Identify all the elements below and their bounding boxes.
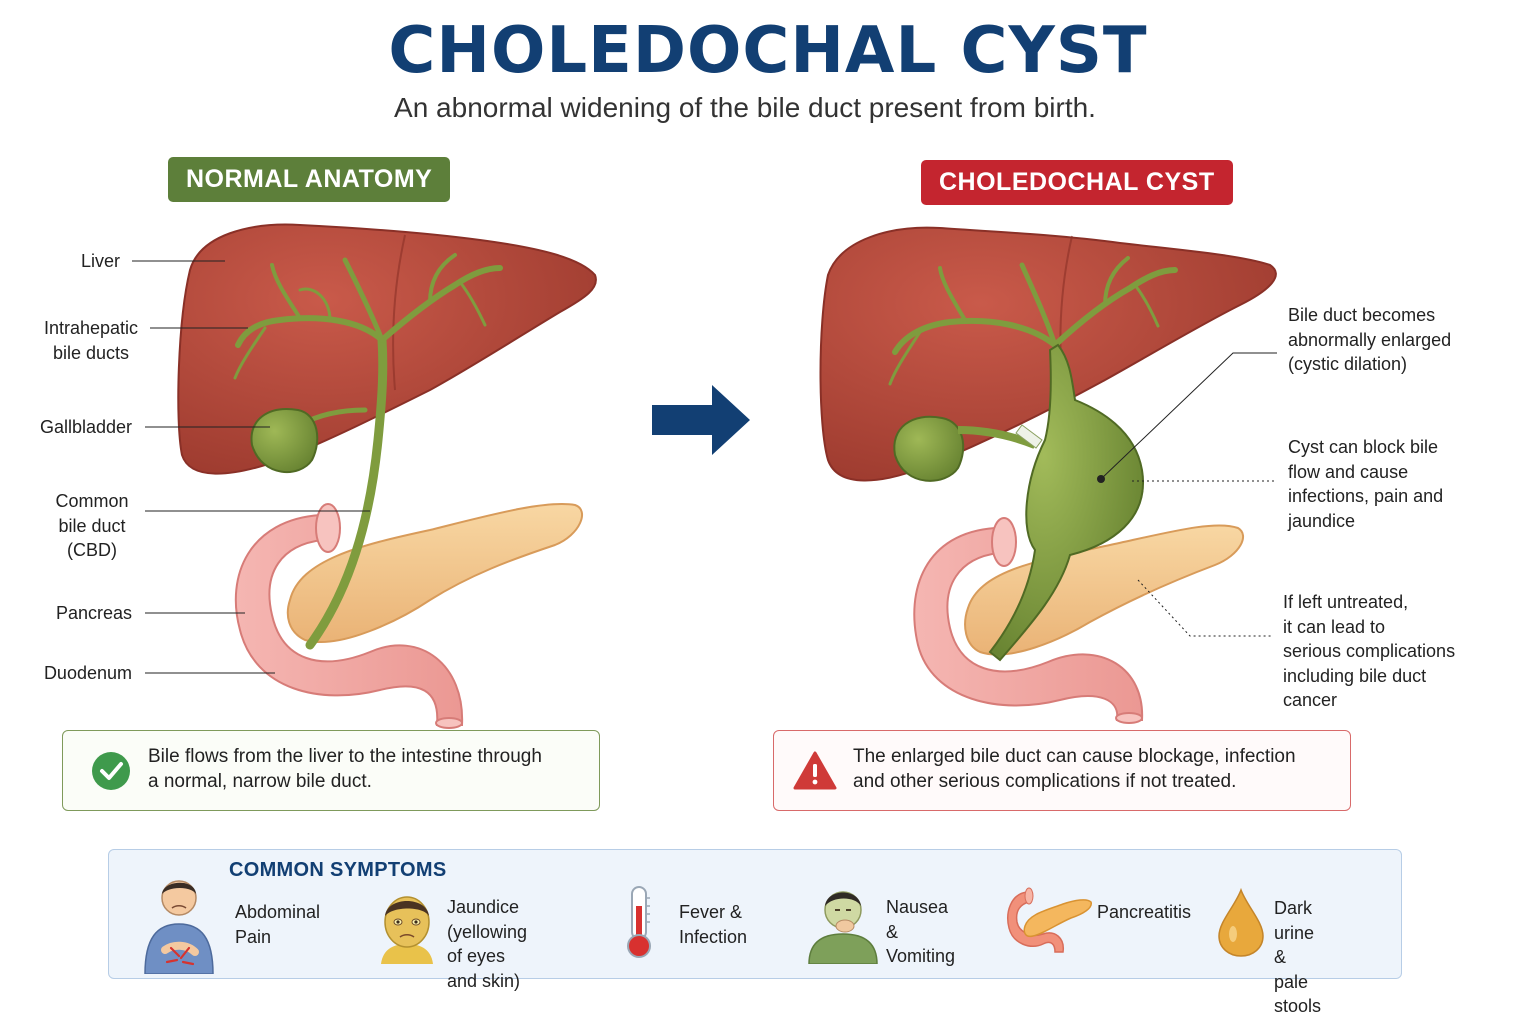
symptom-0-line1: Abdominal: [235, 902, 321, 922]
normal-info-text: Bile flows from the liver to the intesti…: [148, 744, 542, 794]
symptom-2-line2: Infection: [679, 926, 748, 947]
label-gallbladder: Gallbladder: [39, 417, 132, 437]
annotation-enlarged-duct: Bile duct becomes abnormally enlarged (c…: [1288, 303, 1508, 377]
symptom-1-line3: and skin): [447, 970, 521, 991]
symptom-label-dark-urine: Dark urine & pale stools: [1274, 896, 1321, 1019]
abdominal-pain-person-icon: [144, 880, 214, 974]
symptom-label-fever: Fever & Infection: [679, 900, 747, 949]
symptom-label-abdominal-pain: Abdominal Pain: [235, 900, 320, 949]
normal-leader-lines: [132, 260, 370, 674]
symptom-label-nausea: Nausea & Vomiting: [886, 895, 955, 969]
cyst-leader-lines: [1100, 352, 1277, 637]
normal-gallbladder: [250, 408, 319, 473]
annotation-block-line4: jaundice: [1288, 510, 1356, 531]
common-symptoms-panel: COMMON SYMPTOMS Abdominal Pain: [108, 849, 1402, 1016]
label-common-bile-duct: Common bile duct (CBD): [42, 489, 142, 563]
annotation-enlarged-line3: (cystic dilation): [1288, 354, 1408, 374]
annotation-block-line3: infections, pain and: [1288, 486, 1444, 506]
transition-arrow: [652, 385, 750, 455]
normal-duodenum: [234, 503, 464, 729]
thermometer-icon: [627, 886, 651, 958]
cyst-duodenum: [913, 517, 1144, 724]
normal-info-line2: a normal, narrow bile duct.: [148, 771, 372, 792]
label-cbd-line2: bile duct: [58, 515, 126, 536]
cyst-info-box: The enlarged bile duct can cause blockag…: [773, 730, 1351, 811]
cyst-intrahepatic-ducts: [888, 256, 1178, 386]
cyst-dilated-bile-duct: [988, 343, 1145, 662]
annotation-untreated-line1: If left untreated,: [1283, 592, 1409, 612]
label-duodenum: Duodenum: [43, 663, 132, 683]
label-cbd-line1: Common: [55, 491, 129, 511]
label-intrahepatic-line2: bile ducts: [52, 342, 130, 363]
annotation-untreated-line5: cancer: [1283, 690, 1338, 710]
annotation-untreated-line4: including bile duct: [1283, 665, 1427, 686]
warning-icon: [793, 751, 837, 790]
label-cbd-line3: (CBD): [67, 540, 117, 560]
label-intrahepatic-line1: Intrahepatic: [43, 318, 139, 338]
annotation-block-flow: Cyst can block bile flow and cause infec…: [1288, 435, 1508, 533]
symptom-1-line1: Jaundice: [447, 897, 520, 917]
page-title: CHOLEDOCHAL CYST: [388, 14, 1148, 88]
normal-pancreas: [286, 503, 584, 643]
cyst-info-text: The enlarged bile duct can cause blockag…: [853, 744, 1296, 794]
symptom-0-line2: Pain: [235, 926, 272, 947]
annotation-untreated-line2: it can lead to: [1283, 616, 1386, 637]
check-circle-icon: [92, 752, 130, 790]
symptom-label-pancreatitis: Pancreatitis: [1097, 902, 1192, 922]
symptom-5-line1: Dark urine &: [1274, 898, 1315, 967]
normal-liver: [177, 223, 597, 475]
cyst-gallbladder: [893, 415, 1043, 482]
normal-anatomy-badge: NORMAL ANATOMY: [168, 157, 451, 202]
symptom-5-line2: pale stools: [1274, 971, 1322, 1017]
drop-icon: [1218, 888, 1264, 957]
label-liver: Liver: [80, 251, 120, 271]
pancreas-icon: [1007, 887, 1092, 953]
annotation-enlarged-line1: Bile duct becomes: [1288, 305, 1436, 325]
annotation-block-line1: Cyst can block bile: [1288, 437, 1439, 457]
symptom-1-line2: (yellowing of eyes: [447, 921, 528, 967]
annotation-untreated: If left untreated, it can lead to seriou…: [1283, 590, 1513, 713]
symptoms-title: COMMON SYMPTOMS: [229, 859, 447, 881]
symptom-3-line1: Nausea &: [886, 897, 949, 942]
normal-info-box: Bile flows from the liver to the intesti…: [62, 730, 600, 811]
annotation-enlarged-line2: abnormally enlarged: [1288, 329, 1452, 350]
symptom-label-jaundice: Jaundice (yellowing of eyes and skin): [447, 895, 527, 993]
page-subtitle: An abnormal widening of the bile duct pr…: [394, 92, 1096, 123]
choledochal-cyst-badge: CHOLEDOCHAL CYST: [921, 160, 1233, 205]
cyst-info-line2: and other serious complications if not t…: [853, 771, 1237, 792]
annotation-block-line2: flow and cause: [1288, 461, 1409, 482]
jaundice-face-icon: [381, 896, 433, 964]
label-pancreas: Pancreas: [55, 603, 132, 623]
normal-info-line1: Bile flows from the liver to the intesti…: [148, 746, 542, 767]
symptom-2-line1: Fever &: [679, 902, 743, 922]
cyst-info-line1: The enlarged bile duct can cause blockag…: [853, 746, 1296, 767]
nausea-person-icon: [808, 891, 878, 964]
label-intrahepatic-bile-ducts: Intrahepatic bile ducts: [26, 316, 156, 365]
annotation-untreated-line3: serious complications: [1283, 641, 1456, 661]
symptom-3-line2: Vomiting: [886, 946, 956, 966]
